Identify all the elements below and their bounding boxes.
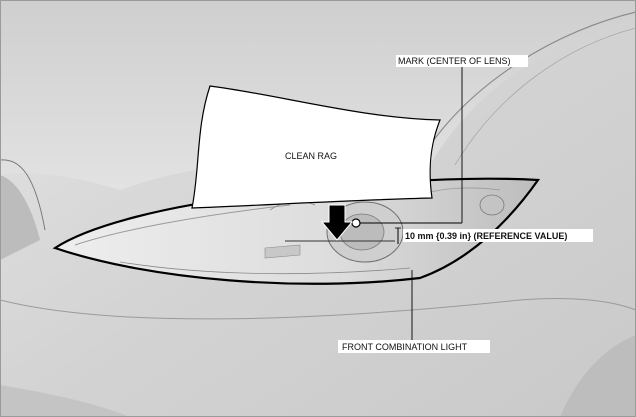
down-arrow-icon (320, 204, 354, 241)
measurement-label: 10 mm {0.39 in} (REFERENCE VALUE) (405, 231, 567, 241)
turn-bulb (479, 194, 505, 216)
light-inner-edge (74, 204, 291, 246)
clean-rag (191, 85, 441, 209)
light-label: FRONT COMBINATION LIGHT (342, 342, 468, 352)
hood-crease-2 (454, 27, 636, 166)
projector-inner (339, 213, 385, 251)
mark-label: MARK (CENTER OF LENS) (398, 56, 511, 66)
left-edge-shadow (0, 175, 40, 260)
light-label-box (338, 340, 490, 353)
mark-label-box (396, 55, 528, 67)
mark-circle (351, 218, 361, 228)
rag-label: CLEAN RAG (285, 151, 337, 161)
reflector-detail (264, 244, 301, 259)
lower-shadow (560, 335, 636, 417)
measurement-label-box (403, 229, 593, 242)
fender-line (0, 159, 46, 231)
lower-shadow-2 (0, 385, 130, 417)
hood-panel (0, 0, 636, 190)
bumper-curve (0, 297, 636, 320)
light-lower-edge (119, 261, 411, 275)
